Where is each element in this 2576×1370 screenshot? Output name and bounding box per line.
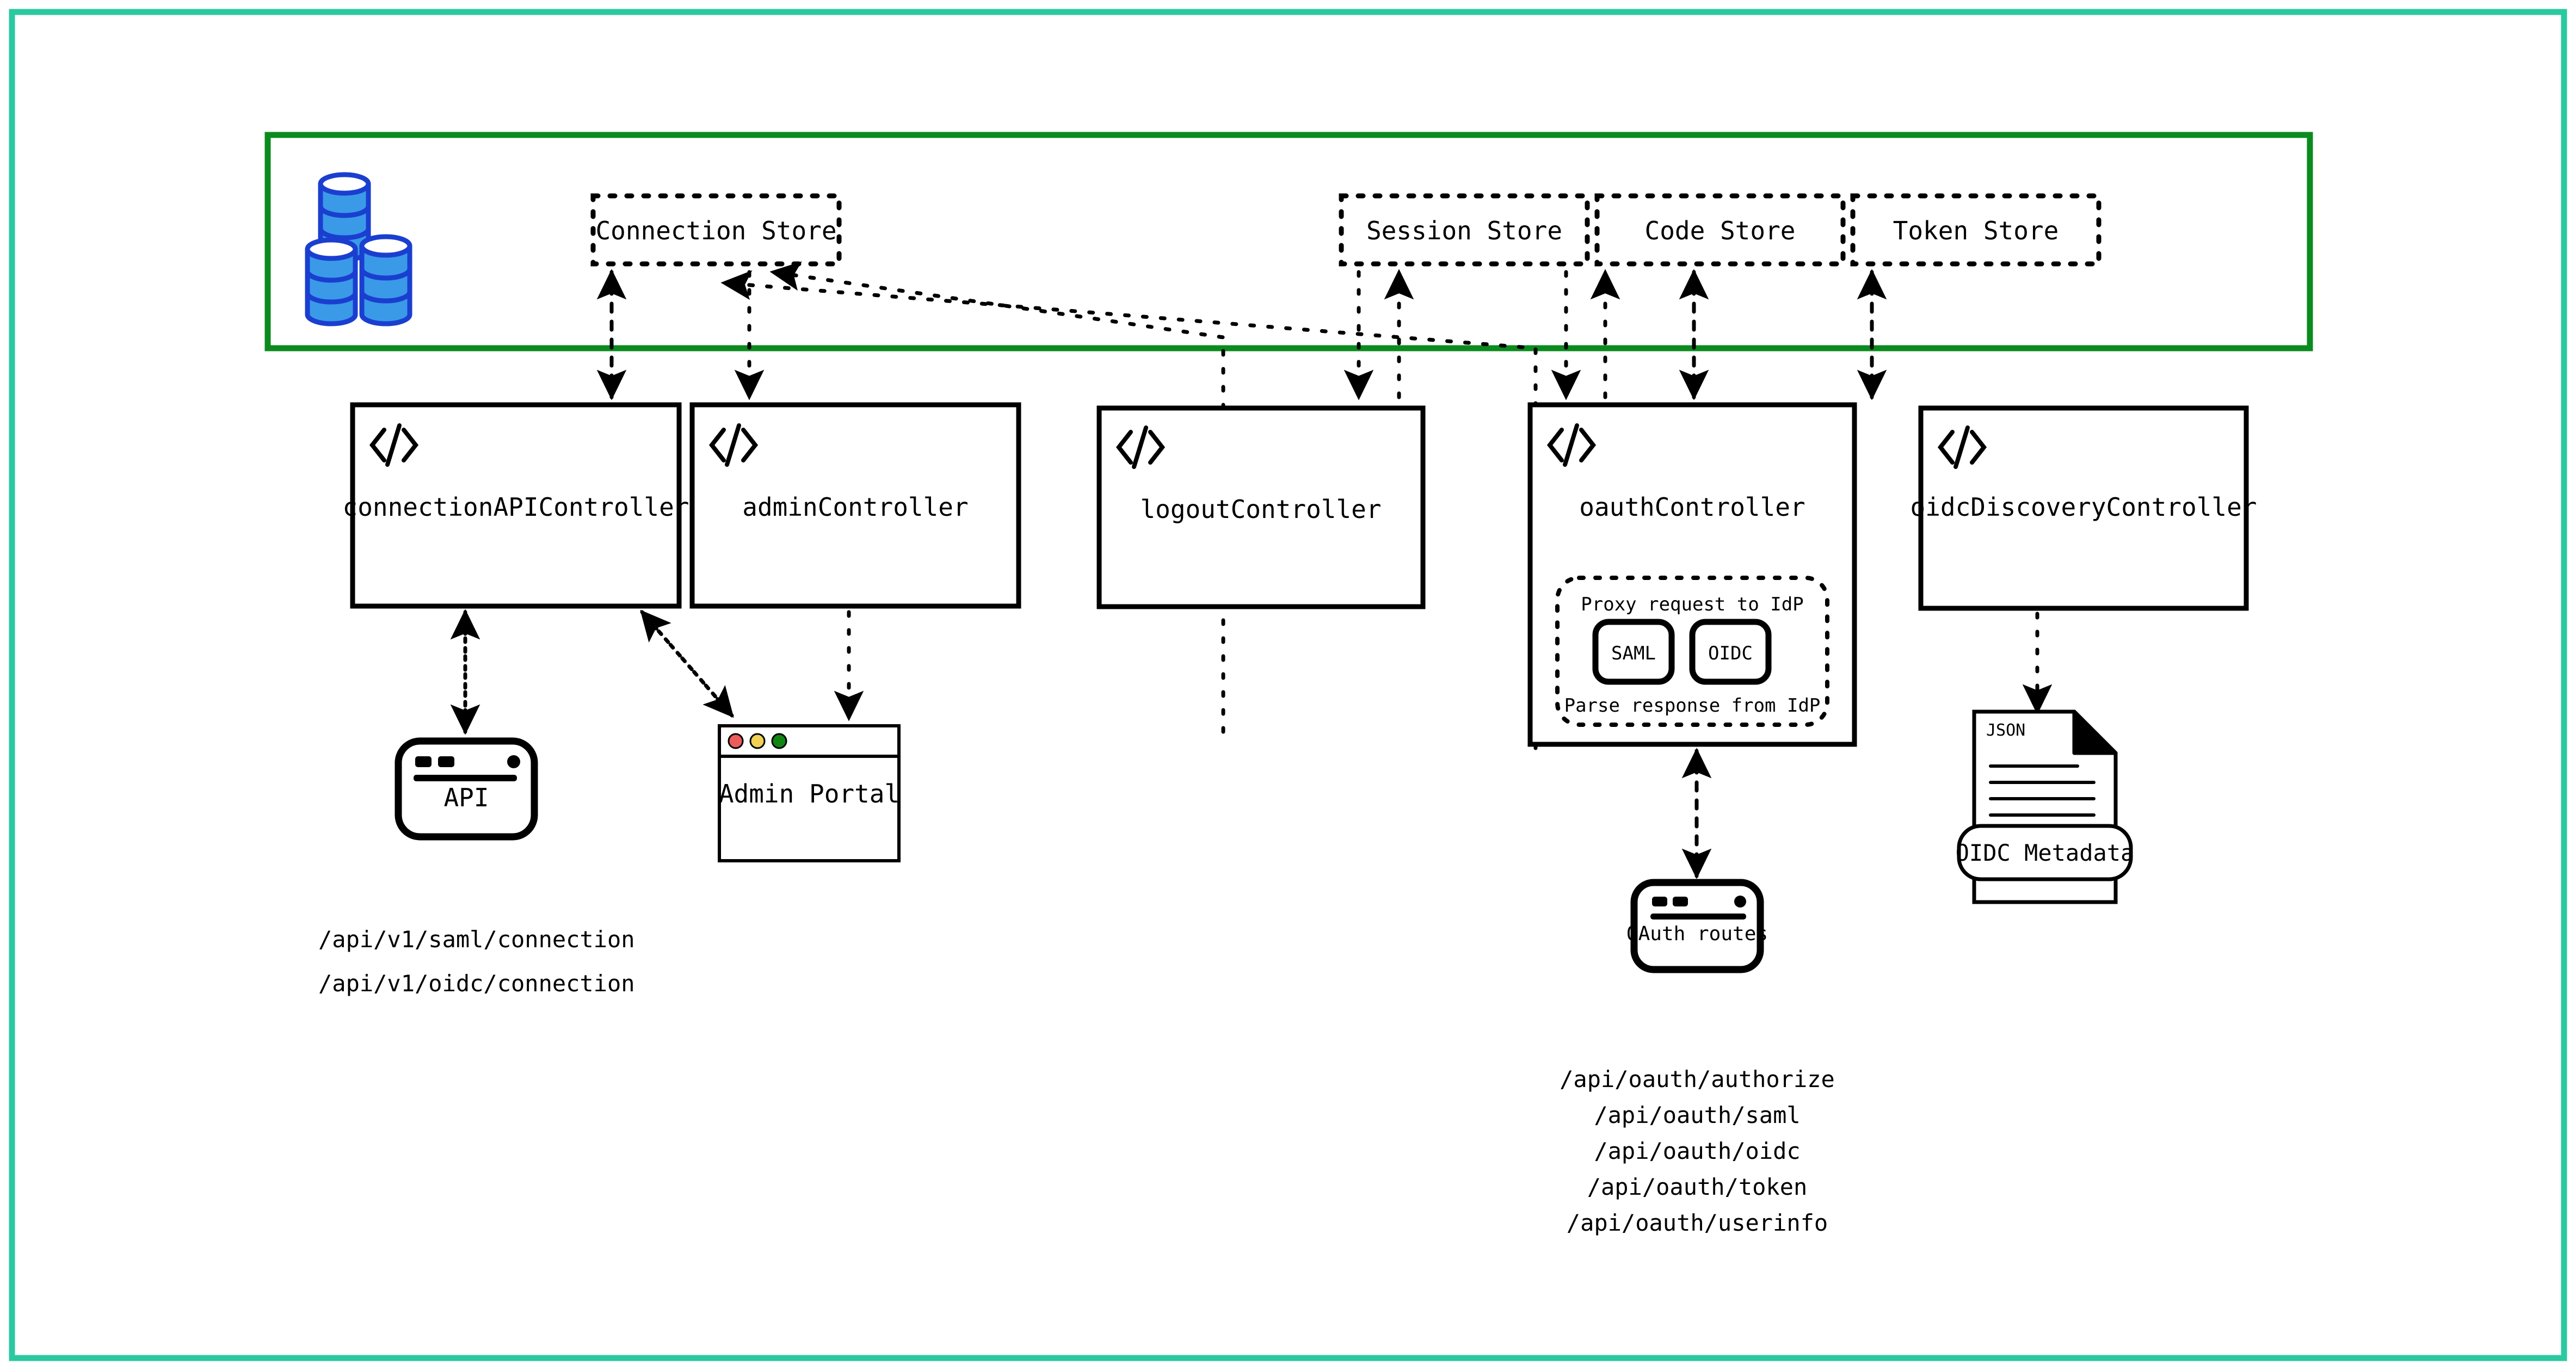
oauth-routes-node[interactable]: OAuth routes [1626,879,1768,973]
traffic-light-yellow-icon[interactable] [749,733,766,749]
store-connection-store[interactable]: Connection Store [590,193,842,267]
admin-portal-node[interactable]: Admin Portal [718,724,901,862]
document-fold-corner-icon [2072,709,2118,755]
device-dot-right [507,755,520,768]
store-code-store[interactable]: Code Store [1594,193,1846,267]
traffic-light-green-icon[interactable] [771,733,787,749]
protocol-oidc-box[interactable]: OIDC [1689,619,1772,685]
edge-adminportal-to-connapi [640,609,734,718]
store-box [1850,193,2102,267]
controller-oidc-discovery-controller[interactable]: oidcDiscoveryController [1911,405,2257,611]
data-stores-band [264,132,2313,351]
saml-box [1592,619,1675,685]
code-icon [369,423,419,467]
controller-admin-controller[interactable]: adminController [689,402,1021,609]
device-bar [414,775,517,781]
store-box [1339,193,1590,267]
controller-logout-controller[interactable]: logoutController [1096,405,1426,609]
controller-label: adminController [742,492,968,522]
edge-logout-to-connstore [769,261,1225,734]
device-dot-left-2 [1673,897,1688,906]
oidc-metadata-node[interactable]: JSON OIDC Metadata [1956,709,2135,904]
code-icon [1937,425,1987,469]
saml-label: SAML [1611,643,1656,664]
controller-label: oidcDiscoveryController [1911,492,2257,522]
endpoint-authorize: /api/oauth/authorize [1560,1066,1835,1093]
edge-oauth-to-connstore [720,270,1538,750]
edge-layer-lower [450,609,2053,879]
controller-box [1096,405,1426,609]
endpoint-oidc-connection: /api/v1/oidc/connection [318,970,635,997]
controller-oauth-controller[interactable]: oauthController Proxy request to IdP SAM… [1527,402,1857,747]
device-dot-left-1 [1652,897,1667,906]
controller-label: oauthController [1579,492,1805,522]
endpoint-saml: /api/oauth/saml [1594,1102,1800,1128]
controller-box [689,402,1021,609]
idp-proxy-group: Proxy request to IdP SAML OIDC Parse res… [1555,576,1829,727]
endpoint-token: /api/oauth/token [1587,1174,1808,1200]
oidc-metadata-label: OIDC Metadata [1956,840,2135,866]
device-dot-left-2 [438,756,454,767]
edge-layer [596,261,1887,750]
device-dot-left-1 [415,756,432,767]
admin-portal-label: Admin Portal [719,779,899,809]
document-type-label: JSON [1986,721,2025,740]
endpoint-saml-connection: /api/v1/saml/connection [318,926,635,953]
traffic-light-red-icon[interactable] [728,733,744,749]
code-icon [1546,423,1597,467]
controller-label: logoutController [1140,495,1381,524]
device-bar [1650,914,1746,919]
controller-label: connectionAPIController [343,492,689,522]
store-token-store[interactable]: Token Store [1850,193,2102,267]
api-node[interactable]: API [395,737,538,841]
controller-connection-api-controller[interactable]: connectionAPIController [343,402,689,609]
connection-api-endpoint-list: /api/v1/saml/connection /api/v1/oidc/con… [318,926,635,997]
store-label: Code Store [1645,216,1796,245]
oauth-routes-label: OAuth routes [1626,923,1768,945]
proxy-request-label: Proxy request to IdP [1581,594,1803,615]
database-stack-icon [305,172,412,326]
oauth-endpoint-list: /api/oauth/authorize /api/oauth/saml /ap… [1560,1066,1835,1236]
metadata-label-pill [1957,824,2133,881]
device-dot-right [1734,896,1746,908]
oidc-box [1689,619,1772,685]
oidc-label: OIDC [1708,643,1753,664]
code-icon [1116,425,1166,469]
parse-response-label: Parse response from IdP [1564,695,1821,717]
protocol-saml-box[interactable]: SAML [1592,619,1675,685]
store-box [590,193,842,267]
code-icon [708,423,759,467]
outer-frame [9,9,2567,1361]
store-label: Session Store [1366,216,1562,245]
browser-window-frame [718,724,901,862]
api-label: API [443,783,489,812]
api-device-body [395,737,538,841]
endpoint-oidc: /api/oauth/oidc [1594,1138,1800,1164]
controller-box [1918,405,2249,611]
store-label: Token Store [1893,216,2059,245]
endpoint-userinfo: /api/oauth/userinfo [1567,1209,1828,1236]
store-box [1594,193,1846,267]
store-session-store[interactable]: Session Store [1339,193,1590,267]
store-label: Connection Store [595,216,836,245]
controller-box [350,402,682,609]
